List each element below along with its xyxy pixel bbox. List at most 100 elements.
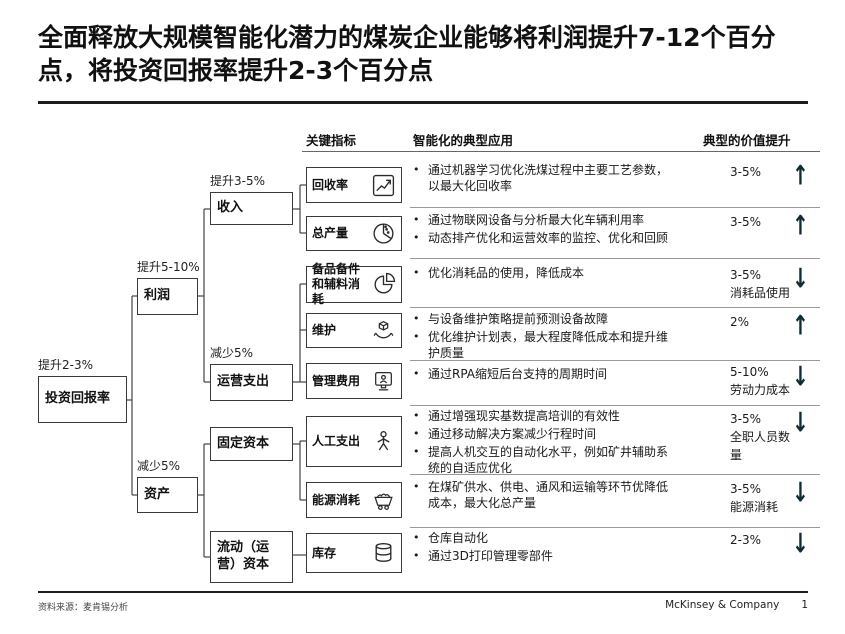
- bullet-text: 通过3D打印管理零部件: [428, 549, 553, 563]
- bullet-text: 通过移动解决方案减少行程时间: [428, 427, 597, 441]
- tree-box-profit-label: 利润: [144, 288, 171, 304]
- up-arrow-icon: ↑: [792, 308, 809, 342]
- tree-box-working-capital: 流动（运营）资本: [210, 531, 293, 583]
- change-label-opex: 减少5%: [210, 346, 254, 360]
- tree-box-fixed-capital: 固定资本: [210, 427, 293, 461]
- change-label-revenue: 提升3-5%: [210, 174, 266, 188]
- value-uplift: 3-5%: [730, 213, 794, 231]
- value-percent: 3-5%: [730, 215, 762, 229]
- indicator-label: 备品备件和辅料消耗: [312, 262, 361, 306]
- down-arrow-icon: ↓: [792, 475, 809, 509]
- value-percent: 2-3%: [730, 533, 762, 547]
- tree-box-working-capital-label: 流动（运营）资本: [217, 540, 270, 572]
- application-bullets: 通过物联网设备与分析最大化车辆利用率 动态排产优化和运营效率的监控、优化和回顾: [413, 212, 675, 248]
- value-uplift: 2-3%: [730, 531, 794, 549]
- value-percent: 3-5%: [730, 482, 762, 496]
- bullet-text: 提高人机交互的自动化水平，例如矿井辅助系统的自适应优化: [428, 445, 669, 475]
- application-bullets: 通过增强现实基数提高培训的有效性 通过移动解决方案减少行程时间 提高人机交互的自…: [413, 408, 675, 478]
- column-header-value: 典型的价值提升: [703, 133, 791, 148]
- value-note: 劳动力成本: [730, 383, 791, 397]
- indicator-label: 维护: [312, 323, 337, 337]
- bullet-text: 通过物联网设备与分析最大化车辆利用率: [428, 213, 645, 227]
- footer-divider: [38, 591, 808, 593]
- brand-logo: McKinsey & Company: [665, 599, 780, 611]
- down-arrow-icon: ↓: [792, 261, 809, 295]
- monitor-person-icon: [371, 369, 396, 394]
- up-arrow-icon: ↑: [792, 158, 809, 192]
- hands-holding-box-icon: [371, 318, 396, 343]
- indicator-label: 库存: [312, 545, 337, 560]
- indicator-label: 人工支出: [312, 434, 361, 448]
- tree-box-revenue-label: 收入: [217, 200, 244, 216]
- down-arrow-icon: ↓: [792, 526, 809, 560]
- indicator-label: 能源消耗: [312, 492, 361, 507]
- bullet-text: 通过RPA缩短后台支持的周期时间: [428, 367, 608, 381]
- bullet-text: 动态排产优化和运营效率的监控、优化和回顾: [428, 231, 669, 245]
- row-divider: [410, 207, 820, 208]
- value-percent: 5-10%: [730, 365, 769, 379]
- bullet-text: 优化消耗品的使用，降低成本: [428, 266, 585, 280]
- application-bullets: 通过RPA缩短后台支持的周期时间: [413, 366, 675, 384]
- application-bullets: 在煤矿供水、供电、通风和运输等环节优降低成本，最大化总产量: [413, 479, 675, 513]
- change-label-roi: 提升2-3%: [38, 358, 94, 372]
- indicator-box-recovery-rate: 回收率: [306, 167, 402, 203]
- person-icon: [371, 429, 396, 454]
- source-note: 资料来源：麦肯锡分析: [38, 603, 129, 613]
- tree-box-roi-label: 投资回报率: [45, 391, 111, 407]
- indicator-box-labor-cost: 人工支出: [306, 416, 402, 467]
- bullet-text: 仓库自动化: [428, 531, 489, 545]
- tree-box-revenue: 收入: [210, 192, 293, 225]
- up-arrow-icon: ↑: [792, 208, 809, 242]
- indicator-box-admin-expenses: 管理费用: [306, 363, 402, 399]
- row-divider: [410, 527, 820, 528]
- header-divider: [302, 151, 820, 152]
- indicator-box-inventory: 库存: [306, 533, 402, 573]
- value-uplift: 2%: [730, 313, 794, 331]
- value-uplift: 3-5%: [730, 163, 794, 181]
- indicator-box-total-output: 总产量: [306, 216, 402, 251]
- bullet-text: 优化维护计划表，最大程度降低成本和提升维护质量: [428, 330, 669, 360]
- value-percent: 3-5%: [730, 165, 762, 179]
- value-uplift: 3-5% 消耗品使用: [730, 266, 794, 302]
- value-note: 能源消耗: [730, 500, 779, 514]
- down-arrow-icon: ↓: [792, 359, 809, 393]
- indicator-label: 回收率: [312, 177, 349, 192]
- value-percent: 2%: [730, 315, 750, 329]
- value-note: 全职人员数量: [730, 430, 791, 462]
- down-arrow-icon: ↓: [792, 405, 809, 439]
- indicator-box-energy-consumption: 能源消耗: [306, 482, 402, 518]
- title-divider: [38, 101, 808, 104]
- indicator-box-maintenance: 维护: [306, 313, 402, 348]
- value-percent: 3-5%: [730, 412, 762, 426]
- value-percent: 3-5%: [730, 268, 762, 282]
- application-bullets: 仓库自动化 通过3D打印管理零部件: [413, 530, 675, 566]
- tree-box-opex-label: 运营支出: [217, 374, 270, 390]
- tree-box-assets: 资产: [137, 477, 198, 513]
- bullet-text: 在煤矿供水、供电、通风和运输等环节优降低成本，最大化总产量: [428, 480, 669, 510]
- mine-cart-icon: [371, 488, 396, 513]
- application-bullets: 与设备维护策略提前预测设备故障 优化维护计划表，最大程度降低成本和提升维护质量: [413, 311, 675, 363]
- tree-box-fixed-capital-label: 固定资本: [217, 435, 270, 451]
- value-uplift: 5-10% 劳动力成本: [730, 363, 794, 399]
- indicator-label: 总产量: [312, 226, 349, 240]
- bullet-text: 通过机器学习优化洗煤过程中主要工艺参数，以最大化回收率: [428, 163, 669, 193]
- value-uplift: 3-5% 全职人员数量: [730, 410, 794, 464]
- tree-box-assets-label: 资产: [144, 486, 171, 502]
- value-uplift: 3-5% 能源消耗: [730, 480, 794, 516]
- tree-box-roi: 投资回报率: [38, 376, 127, 423]
- row-divider: [410, 307, 820, 308]
- bullet-text: 与设备维护策略提前预测设备故障: [428, 312, 609, 326]
- footer-right: McKinsey & Company 1: [665, 599, 808, 611]
- tree-box-opex: 运营支出: [210, 364, 293, 401]
- indicator-box-spare-parts: 备品备件和辅料消耗: [306, 262, 402, 306]
- page-number: 1: [801, 599, 808, 611]
- row-divider: [410, 405, 820, 406]
- trend-chart-icon: [371, 173, 396, 198]
- application-bullets: 通过机器学习优化洗煤过程中主要工艺参数，以最大化回收率: [413, 162, 675, 196]
- indicator-label: 管理费用: [312, 373, 361, 388]
- column-header-application: 智能化的典型应用: [413, 133, 514, 148]
- slide-title: 全面释放大规模智能化潜力的煤炭企业能够将利润提升7-12个百分点，将投资回报率提…: [38, 23, 776, 85]
- tree-box-profit: 利润: [137, 278, 198, 315]
- change-label-profit: 提升5-10%: [137, 260, 200, 274]
